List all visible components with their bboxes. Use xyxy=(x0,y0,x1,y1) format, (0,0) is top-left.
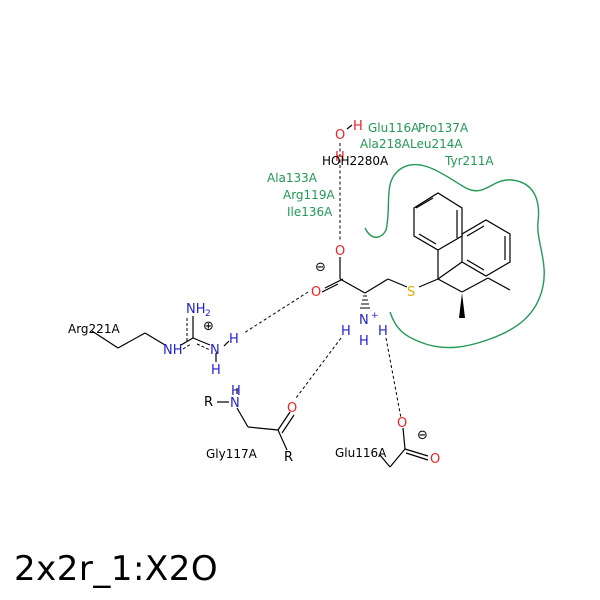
ammonium-hydrogen-left: H xyxy=(341,324,351,339)
arg221-nh2-subscript: 2 xyxy=(205,309,211,319)
arg221-nh2: NH xyxy=(186,302,206,317)
arg221-hydrogen-bottom: H xyxy=(211,363,221,378)
gly117-backbone xyxy=(217,388,295,451)
pocket-label-ala133: Ala133A xyxy=(267,171,318,185)
arg221-sidechain xyxy=(91,316,211,349)
pocket-label-pro137: Pro137A xyxy=(418,121,469,135)
stereo-hash-bond xyxy=(360,295,370,309)
hydrophobic-contact-arc xyxy=(364,163,545,349)
pocket-label-glu116: Glu116A xyxy=(368,121,420,135)
phenyl-ring-left xyxy=(413,192,463,251)
carboxylate-oxygen-left: O xyxy=(311,285,321,300)
stereo-wedge-bond xyxy=(459,293,465,318)
gly117-hydrogen: H xyxy=(231,384,241,399)
gly117-r-left: R xyxy=(204,395,213,410)
ammonium-hydrogen-right: H xyxy=(378,324,388,339)
arg221-charge: ⊕ xyxy=(203,319,214,334)
arg221-residue-label: Arg221A xyxy=(68,322,120,336)
glu116-sidechain xyxy=(379,427,429,468)
ammonium-charge: + xyxy=(371,311,379,321)
carboxylate-oxygen-top: O xyxy=(335,244,345,259)
gly117-residue-label: Gly117A xyxy=(206,447,258,461)
water-residue-label: HOH2280A xyxy=(322,154,389,168)
hbond-gly117 xyxy=(295,337,342,399)
glu116-oxygen-top: O xyxy=(397,416,407,431)
hydrogen-bonds xyxy=(243,143,402,419)
hbond-arg221 xyxy=(243,291,309,334)
water-oxygen: O xyxy=(335,128,345,143)
gly117-nitrogen: N xyxy=(230,396,240,411)
carboxylate-charge: ⊖ xyxy=(315,260,326,275)
gly117-oxygen: O xyxy=(287,401,297,416)
arg221-n: N xyxy=(210,343,220,358)
sulfur-atom: S xyxy=(407,285,415,300)
pocket-label-leu214: Leu214A xyxy=(410,137,463,151)
ammonium-nitrogen: N xyxy=(359,313,369,328)
hbond-glu116 xyxy=(385,337,402,419)
ligand-bonds xyxy=(321,250,511,294)
arg221-resonance xyxy=(182,316,211,351)
gly117-r-bottom: R xyxy=(284,450,293,465)
arg221-nh: NH xyxy=(163,343,183,358)
water-hydrogen-bottom: H xyxy=(335,150,345,165)
pocket-label-ala218: Ala218A xyxy=(360,137,411,151)
diagram-title: 2x2r_1:X2O xyxy=(14,549,219,589)
ammonium-hydrogen-bottom: H xyxy=(359,334,369,349)
glu116-residue-label: Glu116A xyxy=(335,446,387,460)
pocket-label-tyr211: Tyr211A xyxy=(444,154,494,168)
glu116-oxygen-right: O xyxy=(430,452,440,467)
water-hydrogen-top: H xyxy=(353,119,363,134)
arg221-hydrogen-right: H xyxy=(229,332,239,347)
glu116-charge: ⊖ xyxy=(417,428,428,443)
phenyl-ring-right xyxy=(437,219,511,280)
pocket-label-arg119: Arg119A xyxy=(283,188,335,202)
pocket-label-ile136: Ile136A xyxy=(287,205,333,219)
